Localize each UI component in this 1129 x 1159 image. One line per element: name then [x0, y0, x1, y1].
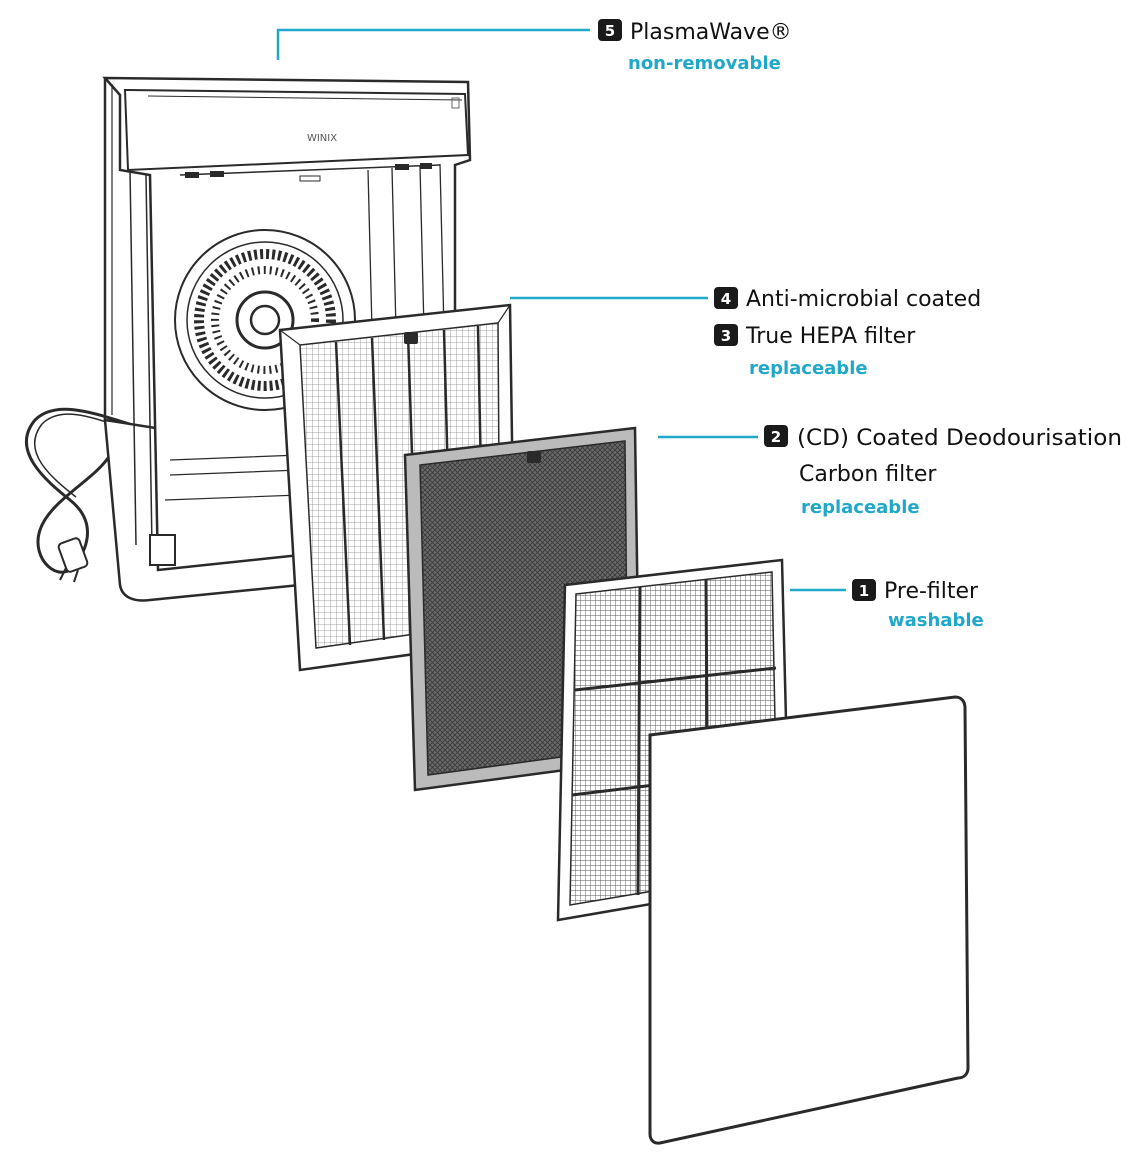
component-status: non-removable [628, 53, 781, 74]
component-name: Anti-microbial coated [746, 287, 981, 312]
component-name: True HEPA filter [745, 324, 916, 349]
component-status: replaceable [801, 497, 920, 518]
number-badge [714, 324, 738, 346]
purifier-housing: WINIX [25, 76, 472, 602]
power-cord [25, 407, 151, 574]
label-prefilter: 1 Pre-filter washable [852, 579, 984, 631]
badge-number: 2 [771, 428, 781, 446]
badge-number: 3 [721, 327, 731, 345]
power-plug [57, 537, 89, 573]
component-name: (CD) Coated Deodourisation [797, 426, 1122, 451]
component-status: washable [888, 610, 984, 631]
front-cover-panel [648, 695, 970, 1145]
brand-logo: WINIX [307, 133, 337, 144]
purifier-top-panel [123, 88, 470, 172]
number-badge [852, 579, 876, 601]
component-status: replaceable [749, 358, 868, 379]
component-name: PlasmaWave® [630, 20, 792, 45]
label-carbon: 2 (CD) Coated Deodourisation Carbon filt… [764, 425, 1122, 518]
label-plasmawave: 5 PlasmaWave® non-removable [598, 19, 792, 74]
component-name: Pre-filter [884, 579, 979, 604]
hepa-tab-icon [404, 332, 418, 344]
badge-number: 1 [859, 582, 869, 600]
label-antimicrobial: 4 Anti-microbial coated [714, 287, 981, 312]
callout-line-plasmawave [276, 28, 590, 60]
number-badge [764, 425, 788, 447]
badge-number: 5 [605, 22, 615, 40]
component-name-line2: Carbon filter [799, 462, 937, 487]
number-badge [714, 287, 738, 309]
number-badge [598, 19, 622, 41]
callout-lines [276, 28, 846, 592]
badge-number: 4 [721, 290, 731, 308]
carbon-tab-icon [527, 451, 541, 463]
label-hepa: 3 True HEPA filter replaceable [714, 324, 916, 379]
